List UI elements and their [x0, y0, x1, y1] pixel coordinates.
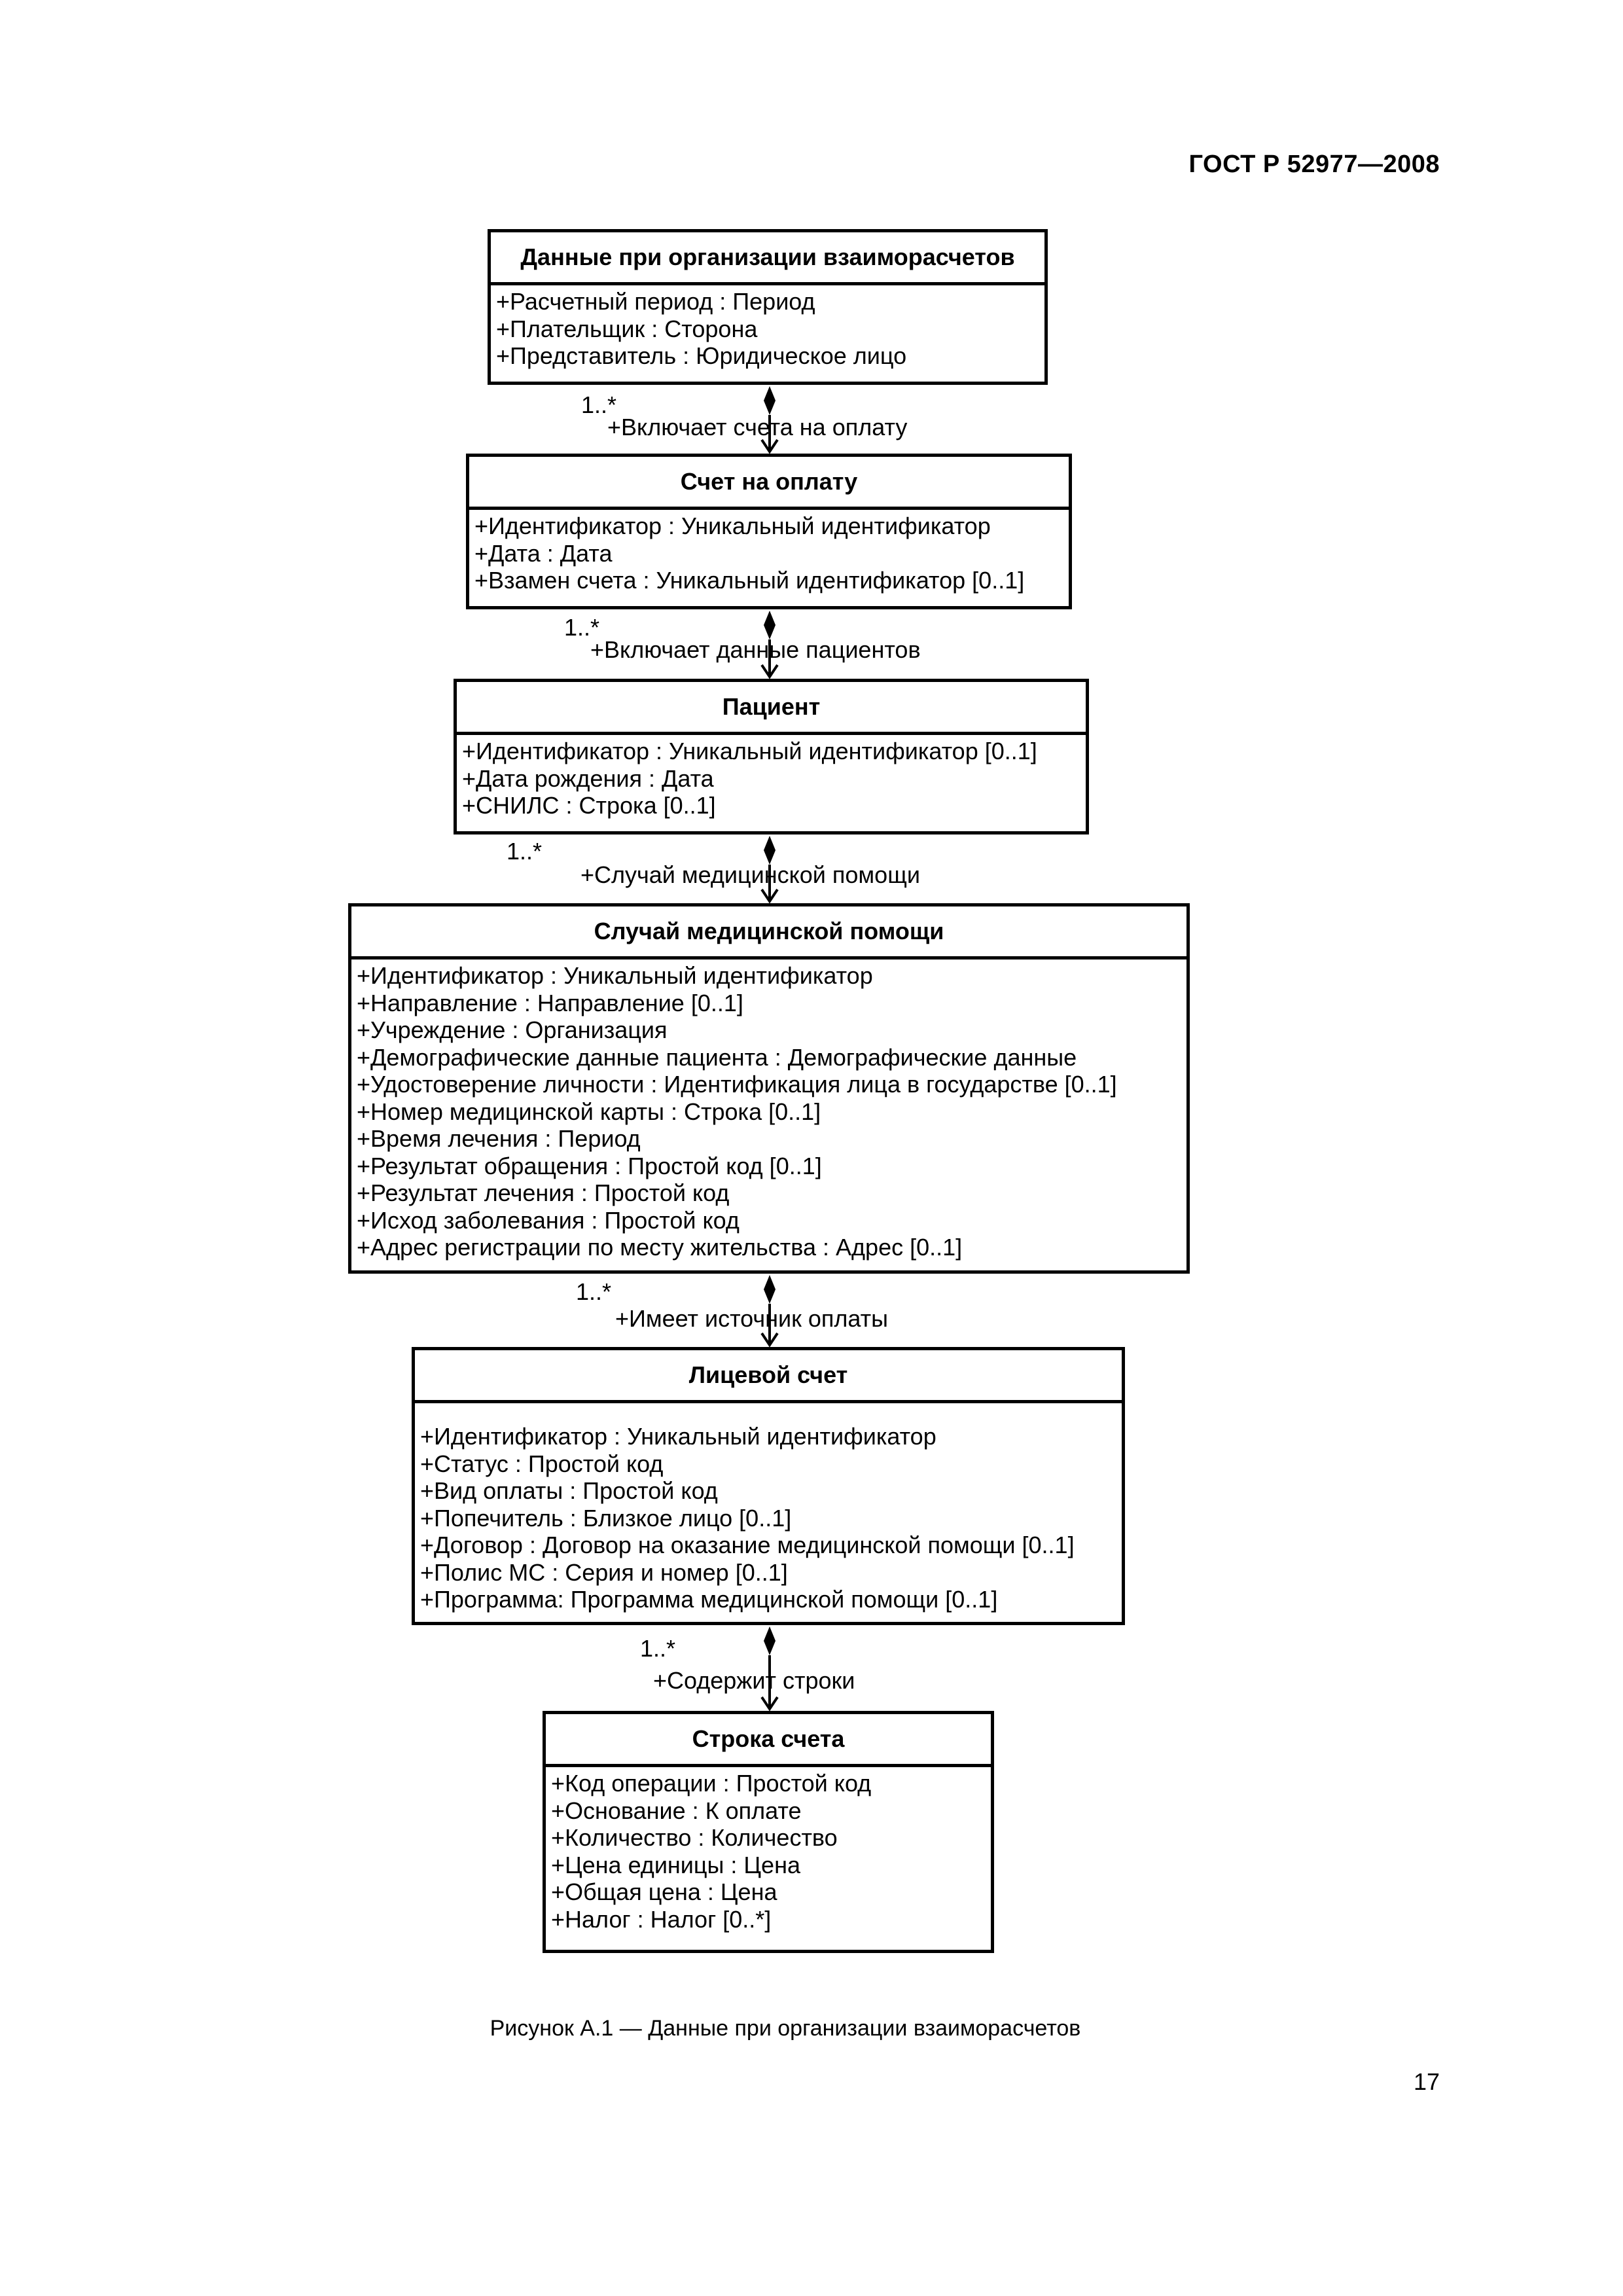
attribute: +Исход заболевания : Простой код	[357, 1206, 740, 1234]
attribute: +Направление : Направление [0..1]	[357, 989, 743, 1016]
role-label: +Содержит строки	[653, 1667, 855, 1694]
multiplicity-label: 1..*	[581, 391, 617, 418]
page-number: 17	[1413, 2068, 1440, 2095]
class-title: Лицевой счет	[415, 1350, 1122, 1403]
attribute: +Код операции : Простой код	[551, 1770, 872, 1797]
class-patient: Пациент +Идентификатор : Уникальный иден…	[454, 679, 1089, 834]
arrowhead-icon	[760, 664, 779, 679]
composition-diamond-icon	[764, 611, 776, 639]
composition-link	[760, 611, 779, 679]
class-attributes: +Расчетный период : Период +Плательщик :…	[491, 285, 1044, 370]
attribute: +Представитель : Юридическое лицо	[496, 342, 907, 369]
attribute: +Демографические данные пациента : Демог…	[357, 1043, 1077, 1071]
attribute: +Результат обращения : Простой код [0..1…	[357, 1152, 822, 1179]
class-attributes: +Идентификатор : Уникальный идентификато…	[457, 735, 1086, 819]
multiplicity-label: 1..*	[564, 614, 600, 641]
class-settlement-data: Данные при организации взаиморасчетов +Р…	[488, 229, 1048, 385]
role-label: +Случай медицинской помощи	[580, 861, 920, 888]
attribute: +Идентификатор : Уникальный идентификато…	[420, 1423, 936, 1450]
class-title: Строка счета	[546, 1714, 991, 1767]
figure-caption: Рисунок А.1 — Данные при организации вза…	[490, 2016, 1081, 2041]
class-attributes: +Идентификатор : Уникальный идентификато…	[351, 960, 1186, 1261]
attribute: +Время лечения : Период	[357, 1125, 641, 1152]
attribute: +Основание : К оплате	[551, 1797, 802, 1824]
attribute: +Общая цена : Цена	[551, 1878, 777, 1905]
arrowhead-icon	[760, 1696, 779, 1712]
attribute: +Номер медицинской карты : Строка [0..1]	[357, 1098, 821, 1125]
class-attributes: +Идентификатор : Уникальный идентификато…	[415, 1403, 1122, 1613]
composition-link	[760, 1275, 779, 1348]
attribute: +Программа: Программа медицинской помощи…	[420, 1586, 998, 1613]
attribute: +Расчетный период : Период	[496, 288, 815, 315]
attribute: +Попечитель : Близкое лицо [0..1]	[420, 1504, 792, 1532]
multiplicity-label: 1..*	[576, 1278, 612, 1305]
composition-diamond-icon	[764, 1275, 776, 1304]
attribute: +Взамен счета : Уникальный идентификатор…	[474, 567, 1025, 594]
class-title: Счет на оплату	[469, 457, 1069, 510]
composition-link	[760, 836, 779, 904]
attribute: +Налог : Налог [0..*]	[551, 1905, 772, 1933]
attribute: +Статус : Простой код	[420, 1450, 664, 1477]
role-label: +Включает данные пациентов	[590, 636, 921, 663]
attribute: +Идентификатор : Уникальный идентификато…	[357, 962, 873, 989]
attribute: +Идентификатор : Уникальный идентификато…	[462, 738, 1037, 764]
composition-link	[760, 386, 779, 454]
class-title: Данные при организации взаиморасчетов	[491, 232, 1044, 285]
attribute: +Плательщик : Сторона	[496, 315, 758, 342]
class-invoice-line: Строка счета +Код операции : Простой код…	[543, 1711, 994, 1953]
attribute: +Дата рождения : Дата	[462, 764, 714, 792]
attribute: +Результат лечения : Простой код	[357, 1179, 730, 1206]
document-code: ГОСТ Р 52977—2008	[1188, 151, 1440, 178]
class-personal-account: Лицевой счет +Идентификатор : Уникальный…	[412, 1347, 1125, 1625]
attribute: +Учреждение : Организация	[357, 1016, 668, 1043]
arrowhead-icon	[760, 439, 779, 454]
attribute: +Договор : Договор на оказание медицинск…	[420, 1532, 1075, 1558]
attribute: +Полис МС : Серия и номер [0..1]	[420, 1558, 788, 1586]
class-attributes: +Код операции : Простой код +Основание :…	[546, 1767, 991, 1933]
class-title: Случай медицинской помощи	[351, 906, 1186, 960]
attribute: +Удостоверение личности : Идентификация …	[357, 1071, 1117, 1098]
attribute: +Идентификатор : Уникальный идентификато…	[474, 512, 991, 539]
class-title: Пациент	[457, 682, 1086, 735]
attribute: +Количество : Количество	[551, 1824, 838, 1851]
class-attributes: +Идентификатор : Уникальный идентификато…	[469, 510, 1069, 594]
composition-link	[760, 1626, 779, 1712]
attribute: +Вид оплаты : Простой код	[420, 1477, 718, 1504]
attribute: +Дата : Дата	[474, 539, 613, 567]
multiplicity-label: 1..*	[640, 1635, 676, 1662]
role-label: +Имеет источник оплаты	[615, 1305, 889, 1332]
attribute: +Адрес регистрации по месту жительства :…	[357, 1234, 963, 1261]
arrowhead-icon	[760, 1332, 779, 1348]
class-care-episode: Случай медицинской помощи +Идентификатор…	[348, 903, 1190, 1274]
composition-diamond-icon	[764, 386, 776, 415]
attribute: +Цена единицы : Цена	[551, 1851, 800, 1878]
composition-diamond-icon	[764, 1626, 776, 1655]
class-invoice: Счет на оплату +Идентификатор : Уникальн…	[466, 454, 1072, 609]
attribute: +СНИЛС : Строка [0..1]	[462, 792, 716, 819]
composition-diamond-icon	[764, 836, 776, 865]
multiplicity-label: 1..*	[507, 838, 543, 865]
role-label: +Включает счета на оплату	[607, 414, 908, 440]
arrowhead-icon	[760, 888, 779, 904]
